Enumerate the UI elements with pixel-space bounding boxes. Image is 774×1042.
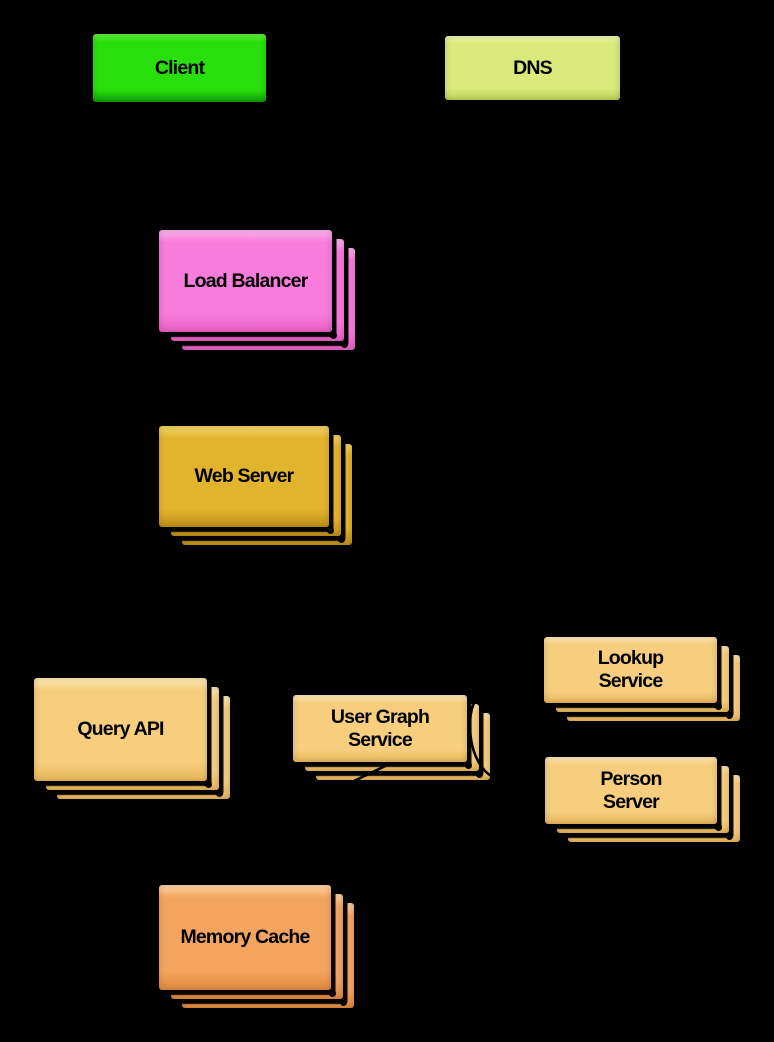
node-label-line: Lookup bbox=[597, 647, 664, 669]
stack-shadow-corner-dot bbox=[328, 989, 336, 997]
stack-shadow-corner-dot bbox=[216, 789, 223, 797]
node-label-line: DNS bbox=[513, 56, 553, 79]
node-card-dns: DNS bbox=[445, 36, 620, 100]
node-label-line: Service bbox=[348, 728, 413, 751]
stack-shadow-corner-dot bbox=[227, 798, 235, 806]
stack-shadow-corner-dot bbox=[714, 702, 722, 710]
stack-shadow-corner-dot bbox=[341, 340, 348, 348]
node-label-load-balancer: Load Balancer bbox=[159, 230, 332, 332]
edge-fragment-user-graph-right-curve bbox=[468, 701, 500, 780]
node-card-client: Client bbox=[93, 34, 266, 102]
node-label-line: Client bbox=[154, 56, 205, 79]
stack-shadow-corner-dot bbox=[352, 349, 360, 357]
node-label-line: Person bbox=[600, 767, 662, 790]
stack-shadow-corner-dot bbox=[737, 841, 745, 849]
stack-shadow-corner-dot bbox=[329, 331, 337, 339]
node-label-line: Load Balancer bbox=[183, 269, 309, 292]
node-card-query-api: Query API bbox=[34, 678, 212, 788]
edge-fragment-user-graph-lower-left-diagonal bbox=[300, 756, 404, 808]
node-label-line: Query API bbox=[77, 718, 164, 740]
node-card-memory-cache: Memory Cache bbox=[159, 885, 336, 997]
stack-shadow-corner-dot bbox=[726, 711, 733, 719]
stack-shadow-corner-dot bbox=[340, 998, 347, 1006]
node-card-load-balancer: Load Balancer bbox=[159, 230, 337, 339]
node-label-line: Server bbox=[603, 790, 660, 813]
stack-shadow-corner-dot bbox=[326, 526, 334, 534]
stack-shadow-corner-dot bbox=[487, 779, 495, 787]
stack-shadow-corner-dot bbox=[464, 761, 472, 769]
node-label-client: Client bbox=[93, 34, 266, 102]
node-label-web-server: Web Server bbox=[159, 426, 329, 527]
stack-shadow-corner-dot bbox=[204, 780, 212, 788]
node-label-line: Memory Cache bbox=[180, 926, 310, 948]
stack-shadow-corner-dot bbox=[726, 832, 733, 840]
node-label-memory-cache: Memory Cache bbox=[159, 885, 331, 990]
stack-shadow-corner-dot bbox=[476, 770, 483, 778]
stack-shadow-corner-dot bbox=[737, 720, 745, 728]
stack-shadow-corner-dot bbox=[714, 823, 722, 831]
stack-shadow-corner-dot bbox=[338, 535, 345, 543]
stack-shadow-corner-dot bbox=[351, 1007, 359, 1015]
node-label-dns: DNS bbox=[445, 36, 620, 100]
node-label-line: User Graph bbox=[330, 705, 430, 728]
stack-shadow-corner-dot bbox=[349, 544, 357, 552]
node-card-web-server: Web Server bbox=[159, 426, 334, 534]
node-label-line: Service bbox=[598, 670, 664, 692]
node-label-query-api: Query API bbox=[34, 678, 207, 781]
node-label-line: Web Server bbox=[194, 465, 295, 487]
